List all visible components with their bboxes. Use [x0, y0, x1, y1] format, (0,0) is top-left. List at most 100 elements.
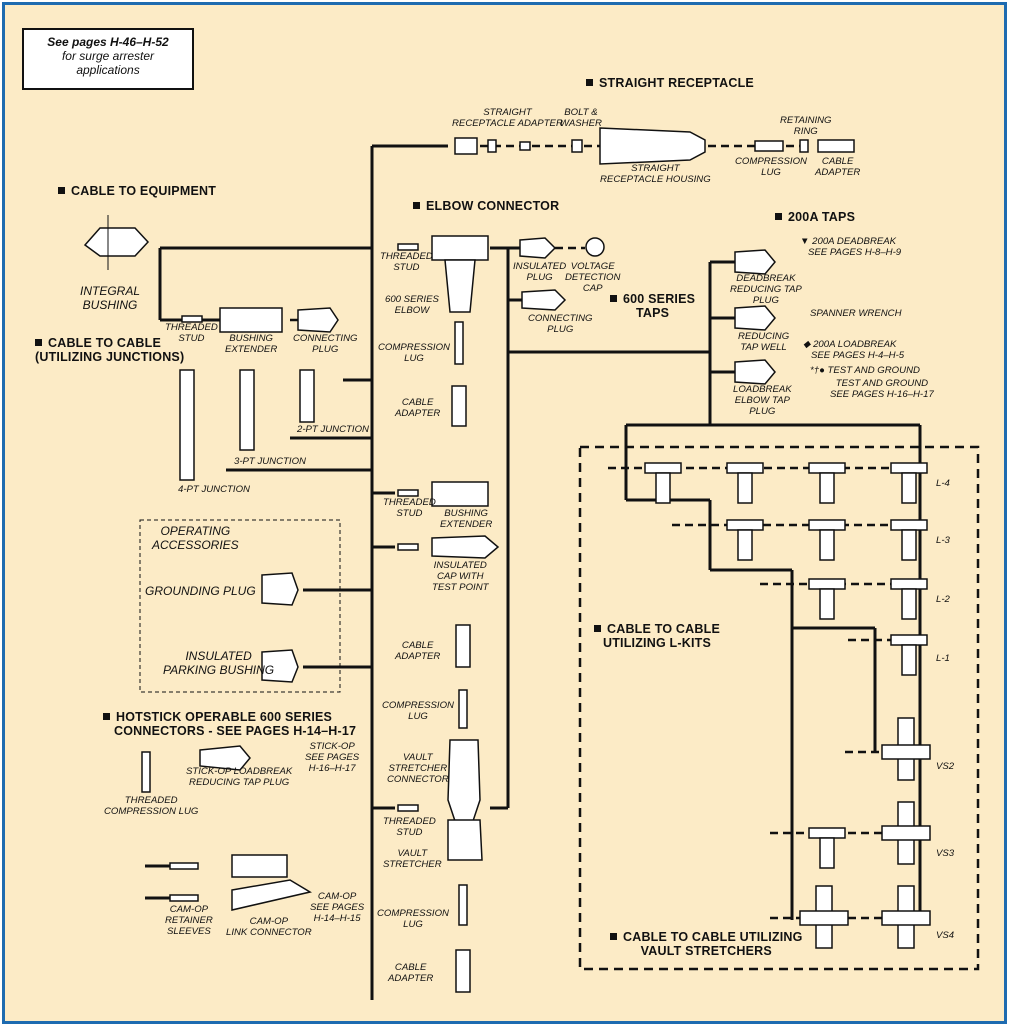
receptacle-stud-icon [487, 139, 497, 153]
elbow-body-icon [444, 259, 476, 313]
label-spanner-wrench: SPANNER WRENCH [810, 308, 902, 319]
label-l3: L-3 [936, 535, 950, 546]
receptacle-adapter-icon [454, 137, 478, 155]
cam-op-connector-icon [231, 854, 288, 878]
label-test-and-ground-1: *†● TEST AND GROUND [810, 365, 920, 376]
label-bolt-washer: BOLT &WASHER [560, 107, 602, 129]
heading-hotstick: HOTSTICK OPERABLE 600 SERIES CONNECTORS … [103, 710, 356, 738]
cable-adapter-2-icon [455, 624, 471, 668]
deadbreak-tap-plug-icon [734, 249, 776, 275]
cable-adapter-1-icon [451, 385, 467, 427]
compression-lug-top-icon [754, 140, 784, 152]
label-grounding-plug: GROUNDING PLUG [145, 584, 256, 598]
label-l4: L-4 [936, 478, 950, 489]
heading-200a-taps: 200A TAPS [775, 210, 855, 224]
insulated-cap-icon [431, 535, 500, 559]
surge-arrester-note: See pages H-46–H-52 for surge arrester a… [22, 28, 194, 90]
lkits-box [578, 445, 980, 971]
note-line-3: applications [76, 63, 140, 77]
label-2pt-junction: 2-PT JUNCTION [297, 424, 369, 435]
threaded-compression-lug-icon [141, 751, 151, 793]
integral-bushing-icon [83, 227, 150, 257]
label-l1: L-1 [936, 653, 950, 664]
note-line-2: for surge arrester [61, 49, 155, 63]
vault-stretcher-icon [447, 819, 483, 861]
label-200a-deadbreak: ▼ 200A DEADBREAK SEE PAGES H-8–H-9 [800, 236, 902, 258]
vault-crosses [799, 717, 931, 949]
voltage-cap-icon [585, 237, 605, 257]
bushing-extender-1-icon [219, 307, 283, 333]
bushing-extender-2-icon [431, 481, 489, 507]
junction-2pt-bar [299, 369, 315, 423]
label-l2: L-2 [936, 594, 950, 605]
grounding-plug-icon [261, 572, 299, 606]
operating-accessories-box [139, 519, 341, 693]
component-shapes [83, 127, 931, 993]
receptacle-housing-icon [599, 127, 706, 165]
label-vs3: VS3 [936, 848, 955, 859]
label-200a-loadbreak: ◆ 200A LOADBREAK SEE PAGES H-4–H-5 [803, 339, 905, 361]
lkit-tees [644, 462, 928, 869]
label-vs2: VS2 [936, 761, 955, 772]
stick-op-plug-icon [199, 745, 251, 771]
label-3pt-junction: 3-PT JUNCTION [234, 456, 306, 467]
threaded-stud-1-icon [397, 243, 419, 251]
parking-bushing-icon [261, 649, 299, 683]
cam-op-link-icon [231, 879, 312, 911]
heading-cable-to-cable-junctions: CABLE TO CABLE(UTILIZING JUNCTIONS) [35, 336, 185, 364]
compression-lug-3-icon [458, 884, 468, 926]
compression-lug-2-icon [458, 689, 468, 729]
label-4pt-junction: 4-PT JUNCTION [178, 484, 250, 495]
vault-stretcher-connector-icon [447, 739, 481, 831]
heading-elbow-connector: ELBOW CONNECTOR [413, 199, 559, 213]
insulated-plug-icon [519, 237, 557, 259]
junction-3pt-bar [239, 369, 255, 451]
note-line-1: See pages H-46–H-52 [47, 35, 169, 49]
connecting-plug-1-icon [297, 307, 339, 333]
washer-icon [571, 139, 583, 153]
loadbreak-tap-plug-icon [734, 359, 776, 385]
